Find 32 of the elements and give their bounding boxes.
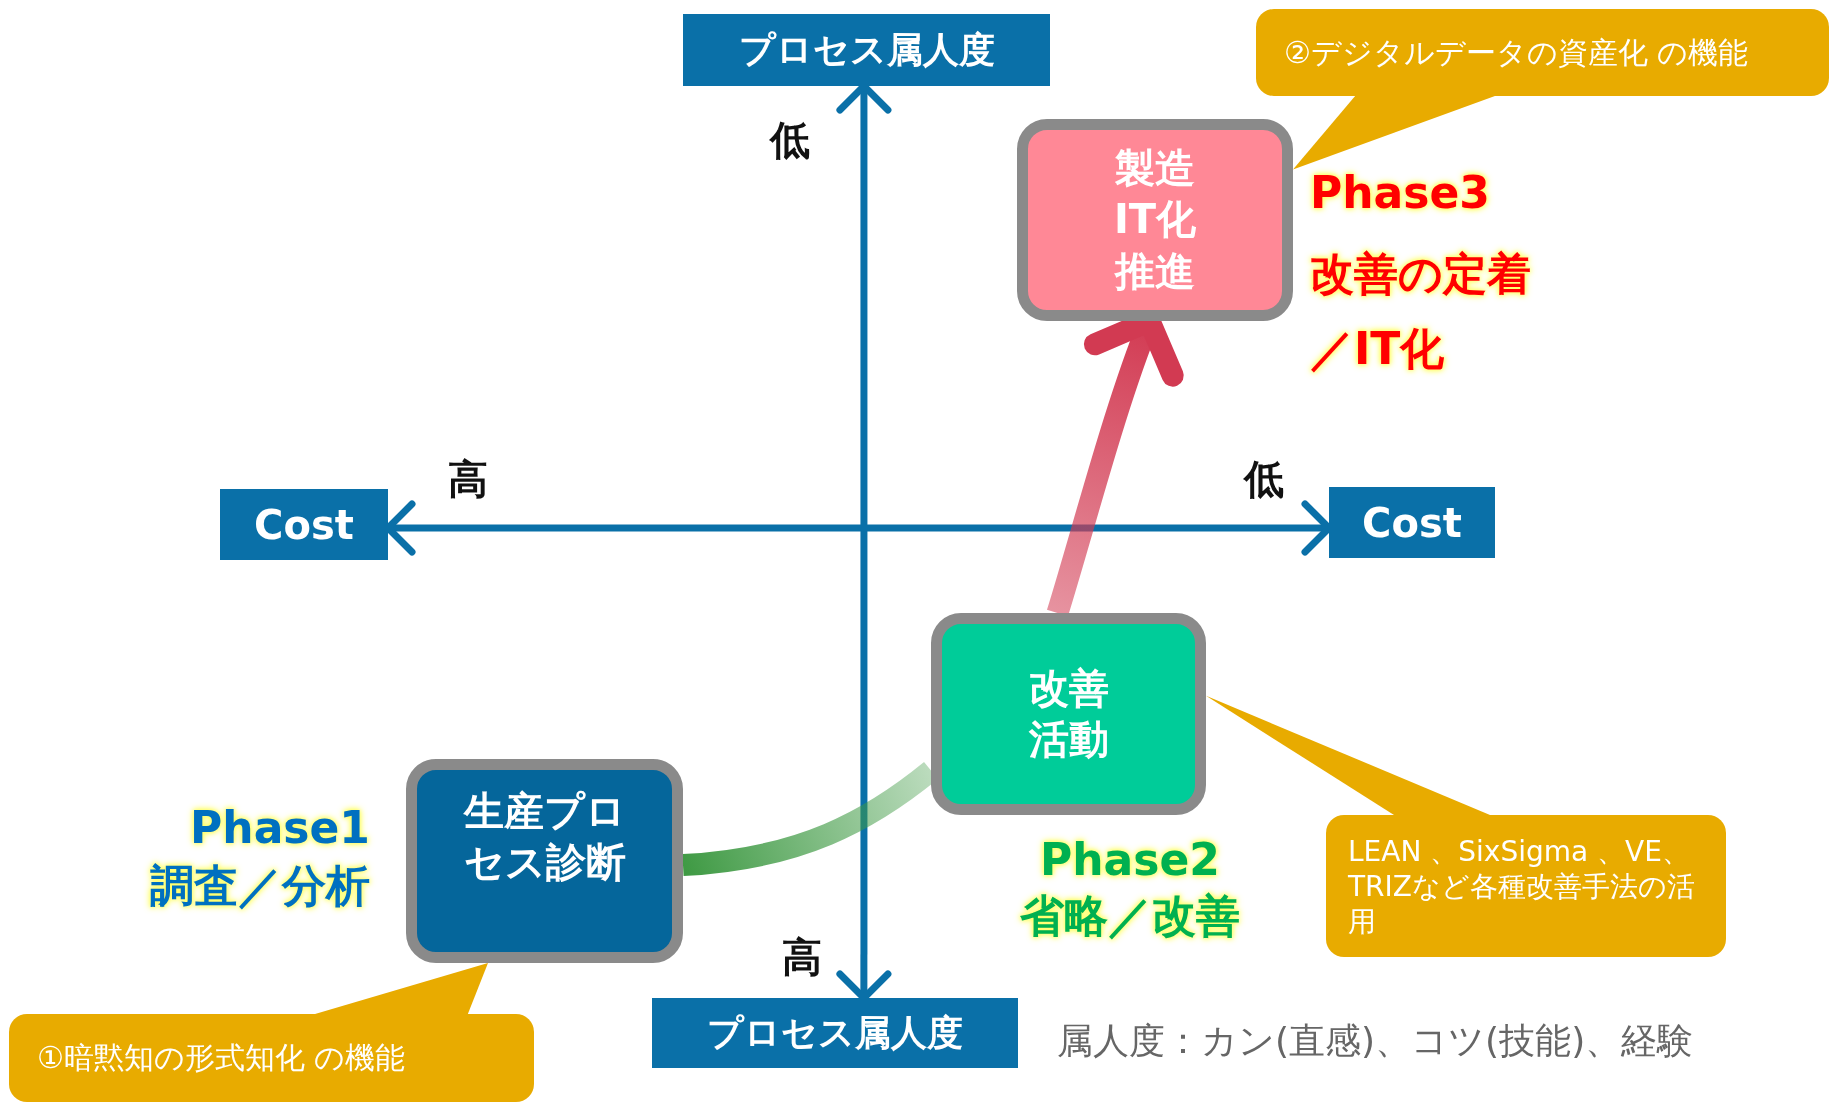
callout-text: ②デジタルデータの資産化 の機能	[1284, 33, 1749, 72]
box-label: 生産プロセス診断	[462, 786, 627, 887]
callout-text: LEAN 、SixSigma 、VE、TRIZなど各種改善手法の活用	[1348, 833, 1696, 939]
box-label: 改善活動	[1027, 663, 1110, 764]
callout-pointer	[315, 963, 488, 1014]
callout-text: ①暗黙知の形式知化 の機能	[37, 1039, 406, 1077]
phase-label: 調査／分析	[149, 859, 370, 913]
callout-pointer	[1293, 96, 1495, 170]
axis-end-label: 高	[448, 455, 488, 504]
axis-end-label: 低	[1244, 455, 1284, 504]
phase-label: Phase3	[1310, 166, 1491, 220]
axis-label-box	[683, 14, 1050, 86]
axis-label-box	[1329, 487, 1495, 558]
axis-label: プロセス属人度	[707, 1010, 963, 1055]
axis-label-box	[220, 489, 388, 560]
phase-label: Phase2	[1039, 833, 1221, 887]
callout-bubble	[1326, 815, 1726, 957]
axis-label: Cost	[1362, 499, 1462, 546]
axis-end-label: 低	[770, 116, 810, 165]
axis-label-box	[652, 998, 1018, 1068]
process-box	[406, 759, 683, 963]
axis-end-label: 高	[782, 933, 822, 982]
phase-label: 省略／改善	[1019, 889, 1241, 943]
footnote: 属人度：カン(直感)、コツ(技能)、経験	[1057, 1019, 1694, 1063]
phase-label: Phase1	[189, 801, 370, 855]
box-label: 製造IT化推進	[1112, 144, 1198, 296]
phase-label: 改善の定着／IT化	[1310, 247, 1532, 376]
callout-pointer	[1206, 695, 1490, 815]
axis-label: Cost	[254, 501, 354, 548]
process-box	[1017, 119, 1293, 321]
process-box	[931, 613, 1206, 815]
axis-label: プロセス属人度	[738, 27, 995, 72]
